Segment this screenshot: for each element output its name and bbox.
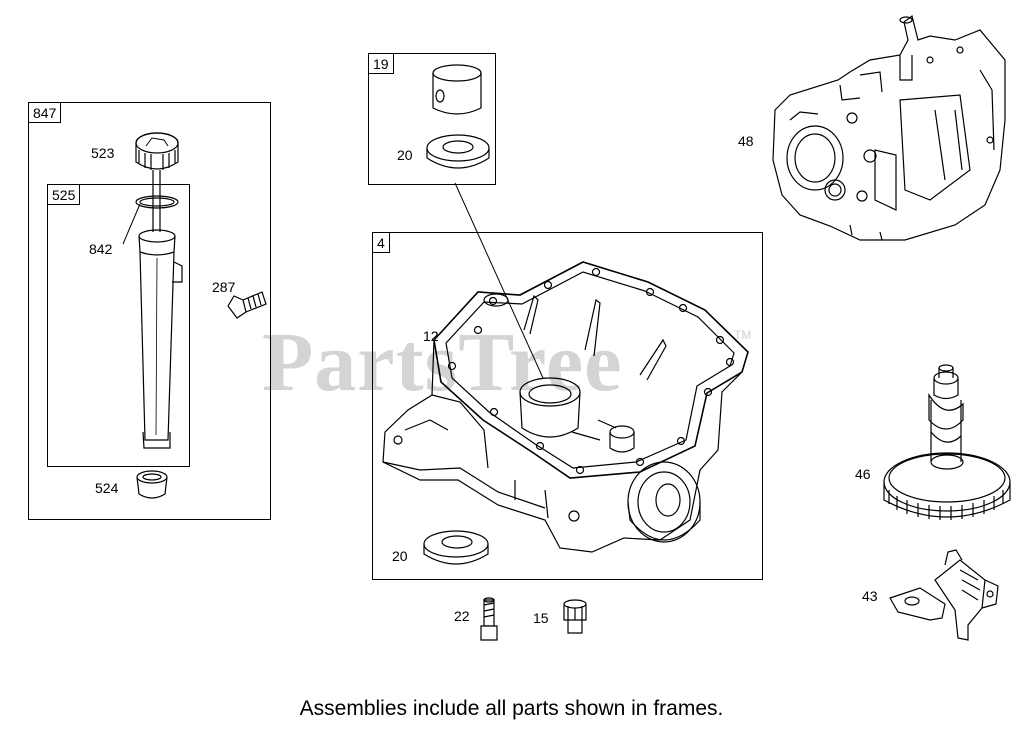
- part-525-tube[interactable]: [138, 229, 183, 449]
- part-label-20-top[interactable]: 20: [397, 147, 413, 163]
- part-842-oring[interactable]: [122, 195, 179, 245]
- part-label-48[interactable]: 48: [738, 133, 754, 149]
- part-46-camshaft[interactable]: [883, 364, 1011, 520]
- part-19-bushing[interactable]: [432, 64, 482, 115]
- frame-4: 4: [372, 232, 763, 580]
- part-dipstick-rod: [152, 170, 161, 232]
- part-label-524[interactable]: 524: [95, 480, 119, 496]
- part-label-842[interactable]: 842: [89, 241, 113, 257]
- part-label-20-bottom[interactable]: 20: [392, 548, 408, 564]
- part-523-cap[interactable]: [135, 132, 179, 170]
- part-15-plug[interactable]: [563, 599, 587, 634]
- part-524-grommet[interactable]: [136, 470, 168, 499]
- part-label-523[interactable]: 523: [91, 145, 115, 161]
- frame-525: 525: [47, 184, 190, 467]
- frame-847-number: 847: [28, 102, 62, 123]
- frame-847: 847: [28, 102, 271, 520]
- watermark-trademark: TM: [734, 328, 752, 342]
- part-label-15[interactable]: 15: [533, 610, 549, 626]
- part-4-sump[interactable]: [382, 261, 749, 553]
- part-label-22[interactable]: 22: [454, 608, 470, 624]
- part-22-screw[interactable]: [480, 597, 498, 641]
- frame-19-number: 19: [368, 53, 394, 74]
- leader-line: [454, 182, 544, 379]
- frame-4-number: 4: [372, 232, 390, 253]
- part-20-seal-top[interactable]: [426, 134, 490, 169]
- caption: Assemblies include all parts shown in fr…: [299, 697, 724, 720]
- frame-19: 19: [368, 53, 496, 185]
- part-label-46[interactable]: 46: [855, 466, 871, 482]
- part-label-43[interactable]: 43: [862, 588, 878, 604]
- part-label-287[interactable]: 287: [212, 279, 236, 295]
- part-48-crankcase[interactable]: [772, 14, 1006, 241]
- part-43-bracket[interactable]: [889, 549, 999, 641]
- part-20-seal-bottom[interactable]: [423, 530, 489, 565]
- part-label-12[interactable]: 12: [423, 328, 439, 344]
- part-287-bolt[interactable]: [227, 291, 267, 319]
- frame-525-number: 525: [47, 184, 81, 205]
